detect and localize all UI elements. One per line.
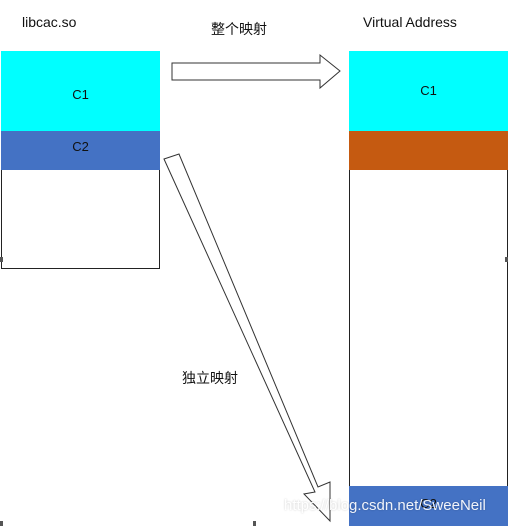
separate-mapping-label: 独立映射: [182, 370, 238, 386]
right-edge-tick: [505, 257, 508, 262]
whole-mapping-label: 整个映射: [211, 21, 267, 37]
left-edge-tick: [0, 257, 3, 262]
library-segment-c2: C2: [1, 131, 160, 170]
library-segment-c1: C1: [1, 51, 160, 131]
separate-mapping-arrow: [163, 153, 331, 523]
library-segment-c2-label: C2: [72, 139, 89, 154]
right-panel-title: Virtual Address: [363, 14, 457, 30]
virtual-segment-c2: C2: [349, 486, 508, 526]
watermark-text: https://blog.csdn.net/SweeNeil: [284, 497, 486, 514]
virtual-segment-c1: C1: [349, 51, 508, 131]
left-panel-title: libcac.so: [22, 14, 77, 30]
bottom-left-tick: [0, 521, 3, 526]
virtual-segment-c1-label: C1: [420, 83, 437, 98]
virtual-segment-middle: [349, 131, 508, 170]
bottom-middle-tick: [253, 521, 256, 526]
library-segment-c1-label: C1: [72, 87, 89, 102]
virtual-segment-c2-label: C2: [420, 496, 437, 511]
whole-mapping-arrow: [171, 53, 341, 90]
